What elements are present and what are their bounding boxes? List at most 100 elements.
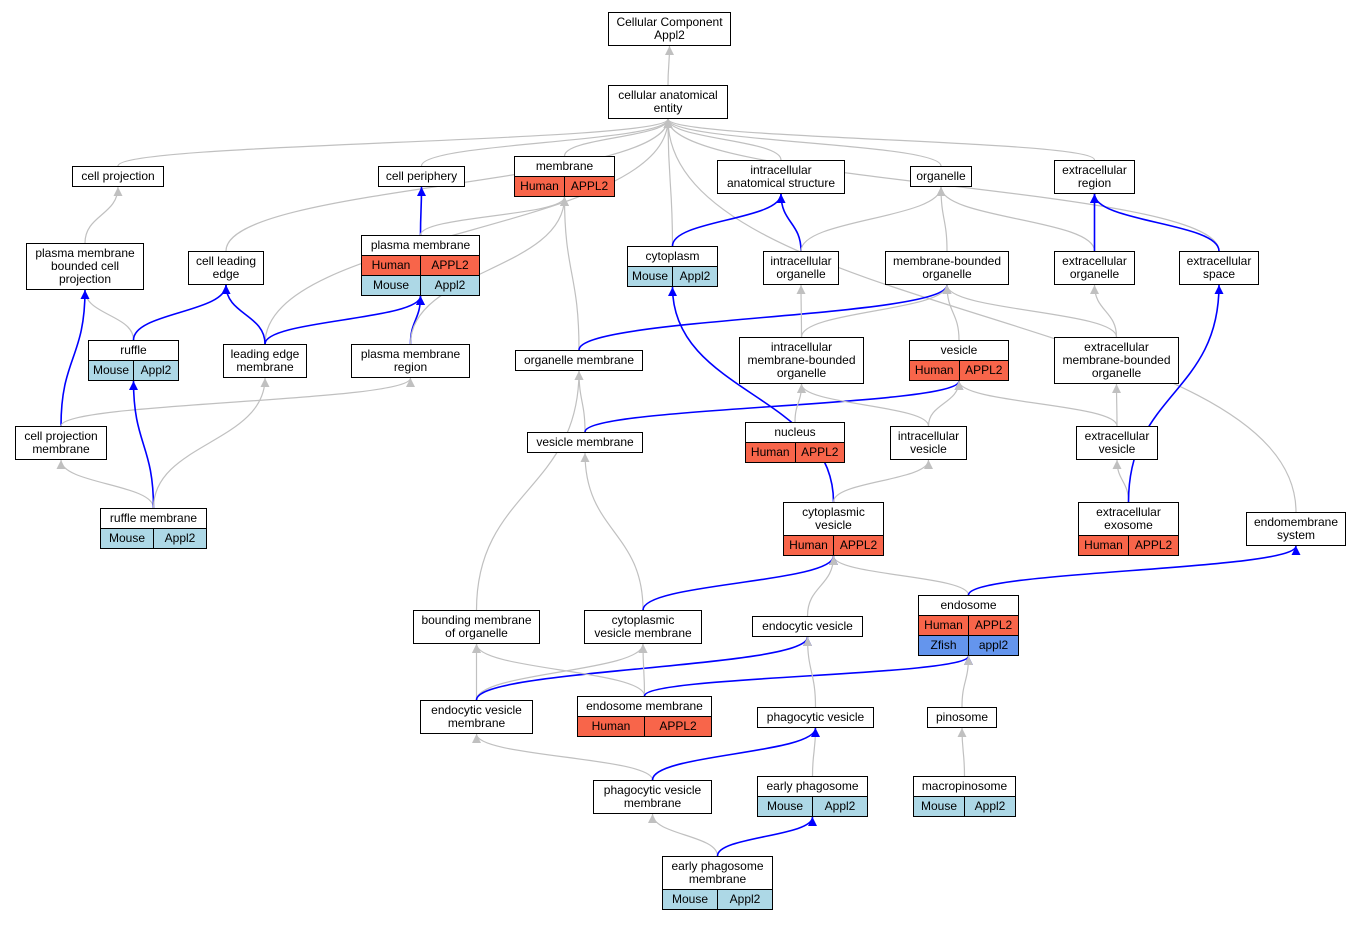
part-of-edge	[1127, 284, 1224, 503]
part-of-edge	[221, 284, 266, 345]
term-node-ias[interactable]: intracellular anatomical structure	[717, 160, 845, 194]
part-of-edge	[416, 186, 426, 236]
gene-cell: Appl2	[812, 797, 867, 816]
gene-cell: APPL2	[968, 616, 1018, 635]
term-node-vesmem[interactable]: vesicle membrane	[527, 432, 643, 453]
term-node-cpm[interactable]: cell projection membrane	[15, 426, 107, 460]
is-a-edge	[475, 370, 584, 611]
is-a-edge	[832, 459, 933, 503]
term-node-imbo[interactable]: intracellular membrane-bounded organelle	[739, 337, 864, 384]
term-node-leadingedge[interactable]: cell leading edge	[188, 251, 264, 285]
term-node-icves[interactable]: intracellular vesicle	[890, 426, 967, 460]
term-node-ecorg[interactable]: extracellular organelle	[1054, 251, 1135, 285]
species-cell: Mouse	[628, 267, 672, 286]
term-node-embo[interactable]: extracellular membrane-bounded organelle	[1054, 337, 1179, 384]
term-label: membrane-bounded organelle	[892, 254, 1002, 281]
term-label: leading edge membrane	[230, 347, 300, 374]
species-cell: Human	[746, 443, 795, 462]
term-node-pvm[interactable]: phagocytic vesicle membrane	[593, 780, 712, 814]
term-label: cytoplasm	[645, 249, 700, 263]
is-a-edge	[472, 733, 654, 781]
term-label: cytoplasmic vesicle	[802, 505, 865, 532]
term-node-cvm[interactable]: cytoplasmic vesicle membrane	[584, 610, 702, 644]
is-a-edge	[117, 118, 673, 167]
term-node-ecspace[interactable]: extracellular space	[1179, 251, 1259, 285]
part-of-edge	[651, 727, 820, 781]
term-node-lemem[interactable]: leading edge membrane	[223, 344, 307, 378]
term-label: phagocytic vesicle	[766, 710, 865, 724]
term-node-phagoves[interactable]: phagocytic vesicle	[757, 707, 874, 728]
term-label: endocytic vesicle	[762, 619, 853, 633]
term-label: vesicle membrane	[536, 435, 634, 449]
species-cell: Mouse	[89, 361, 133, 380]
term-node-organelle[interactable]: organelle	[910, 166, 972, 187]
gene-cell: APPL2	[833, 536, 883, 555]
term-node-ecves[interactable]: extracellular vesicle	[1076, 426, 1158, 460]
term-node-endomem[interactable]: endomembrane system	[1246, 512, 1346, 546]
term-node-endoves[interactable]: endocytic vesicle	[752, 616, 863, 637]
is-a-edge	[663, 118, 674, 247]
term-label: cell projection membrane	[24, 429, 98, 456]
gene-cell: appl2	[968, 636, 1018, 655]
is-a-edge	[419, 196, 569, 236]
term-node-pinosome[interactable]: pinosome	[927, 707, 997, 728]
species-cell: Mouse	[362, 276, 420, 295]
term-label: extracellular region	[1062, 163, 1127, 190]
term-label: endocytic vesicle membrane	[431, 703, 522, 730]
part-of-edge	[1090, 193, 1220, 252]
term-node-orgmem[interactable]: organelle membrane	[515, 350, 643, 371]
term-node-icorg[interactable]: intracellular organelle	[763, 251, 839, 285]
term-label: early phagosome	[766, 779, 859, 793]
term-label: phagocytic vesicle membrane	[603, 783, 702, 810]
term-node-ecregion[interactable]: extracellular region	[1054, 160, 1135, 194]
term-label: Cellular Component Appl2	[616, 15, 723, 42]
part-of-edge	[668, 286, 835, 503]
term-label: cell periphery	[385, 169, 458, 183]
part-of-edge	[776, 193, 802, 252]
term-label: intracellular anatomical structure	[726, 163, 836, 190]
term-node-pmbcp[interactable]: plasma membrane bounded cell projection	[26, 243, 144, 290]
is-a-edge	[472, 643, 646, 697]
is-a-edge	[580, 452, 644, 611]
term-label: extracellular vesicle	[1084, 429, 1150, 456]
term-node-evm[interactable]: endocytic vesicle membrane	[420, 700, 533, 734]
term-label: extracellular exosome	[1096, 505, 1161, 532]
is-a-edge	[560, 196, 580, 351]
term-node-periphery[interactable]: cell periphery	[378, 166, 465, 187]
term-node-pmregion[interactable]: plasma membrane region	[351, 344, 470, 378]
species-cell: Human	[515, 177, 564, 196]
term-node-mbo[interactable]: membrane-bounded organelle	[885, 251, 1009, 285]
is-a-edge	[638, 643, 648, 697]
term-label: plasma membrane region	[360, 347, 461, 374]
term-node-root[interactable]: Cellular Component Appl2	[608, 12, 731, 46]
term-label: endosome membrane	[586, 699, 703, 713]
is-a-edge	[942, 284, 1118, 338]
is-a-edge	[663, 118, 1297, 513]
is-a-edge	[264, 118, 673, 345]
term-label: membrane	[535, 159, 594, 173]
term-node-cae[interactable]: cellular anatomical entity	[608, 85, 728, 119]
term-node-bmo[interactable]: bounding membrane of organelle	[413, 610, 540, 644]
term-node-cellproj[interactable]: cell projection	[72, 166, 164, 187]
